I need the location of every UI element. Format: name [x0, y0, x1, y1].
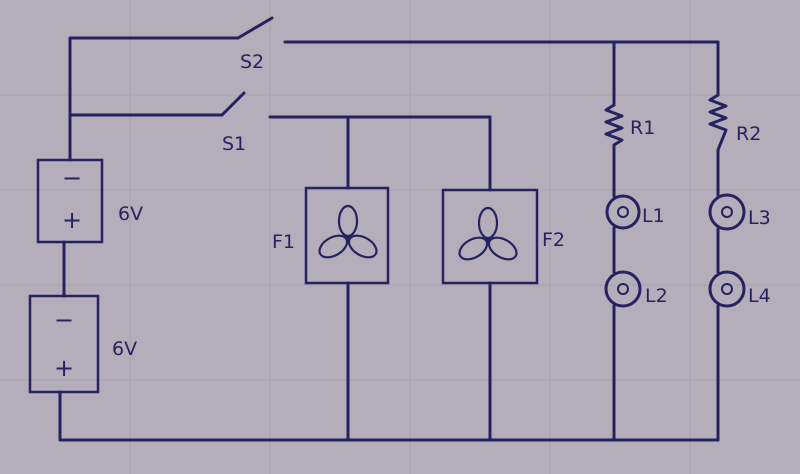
battery-1-minus: − [62, 164, 82, 192]
resistor-r1-label: R1 [630, 117, 655, 139]
lamp-l4-label: L4 [748, 285, 771, 307]
branch-r2-l3-l4: R2 L3 L4 [708, 93, 771, 442]
wire-s2-branch [68, 36, 720, 117]
switch-s1[interactable]: S1 [220, 91, 246, 155]
battery-1-voltage: 6V [118, 203, 143, 225]
branch-r1-l1-l2: R1 L1 L2 [604, 40, 668, 442]
resistor-r1 [604, 103, 624, 147]
lamp-l4: L4 [708, 270, 771, 308]
fan-icon [318, 204, 378, 259]
lamp-l2: L2 [604, 270, 668, 308]
lamp-l1: L1 [605, 194, 665, 230]
lamp-l2-label: L2 [645, 285, 668, 307]
switch-s2-label: S2 [240, 51, 264, 73]
lamp-l3: L3 [708, 193, 771, 231]
fan-f1: F1 [272, 186, 390, 285]
battery-2: − + 6V [28, 294, 137, 394]
switch-s1-label: S1 [222, 133, 246, 155]
resistor-r2-label: R2 [736, 123, 761, 145]
battery-1: − + 6V [36, 158, 143, 244]
battery-1-plus: + [62, 206, 82, 234]
battery-2-minus: − [54, 306, 74, 334]
switch-s2[interactable]: S2 [236, 16, 274, 73]
fan-f2: F2 [441, 188, 565, 285]
fan-f1-label: F1 [272, 231, 295, 253]
battery-2-voltage: 6V [112, 338, 137, 360]
battery-2-plus: + [54, 354, 74, 382]
resistor-r2 [708, 93, 728, 152]
fan-f2-label: F2 [542, 229, 565, 251]
fan-icon [458, 206, 518, 261]
lamp-l3-label: L3 [748, 207, 771, 229]
wire-s1-branch [68, 113, 492, 192]
wire-bottom-return [58, 281, 720, 442]
lamp-l1-label: L1 [642, 205, 665, 227]
